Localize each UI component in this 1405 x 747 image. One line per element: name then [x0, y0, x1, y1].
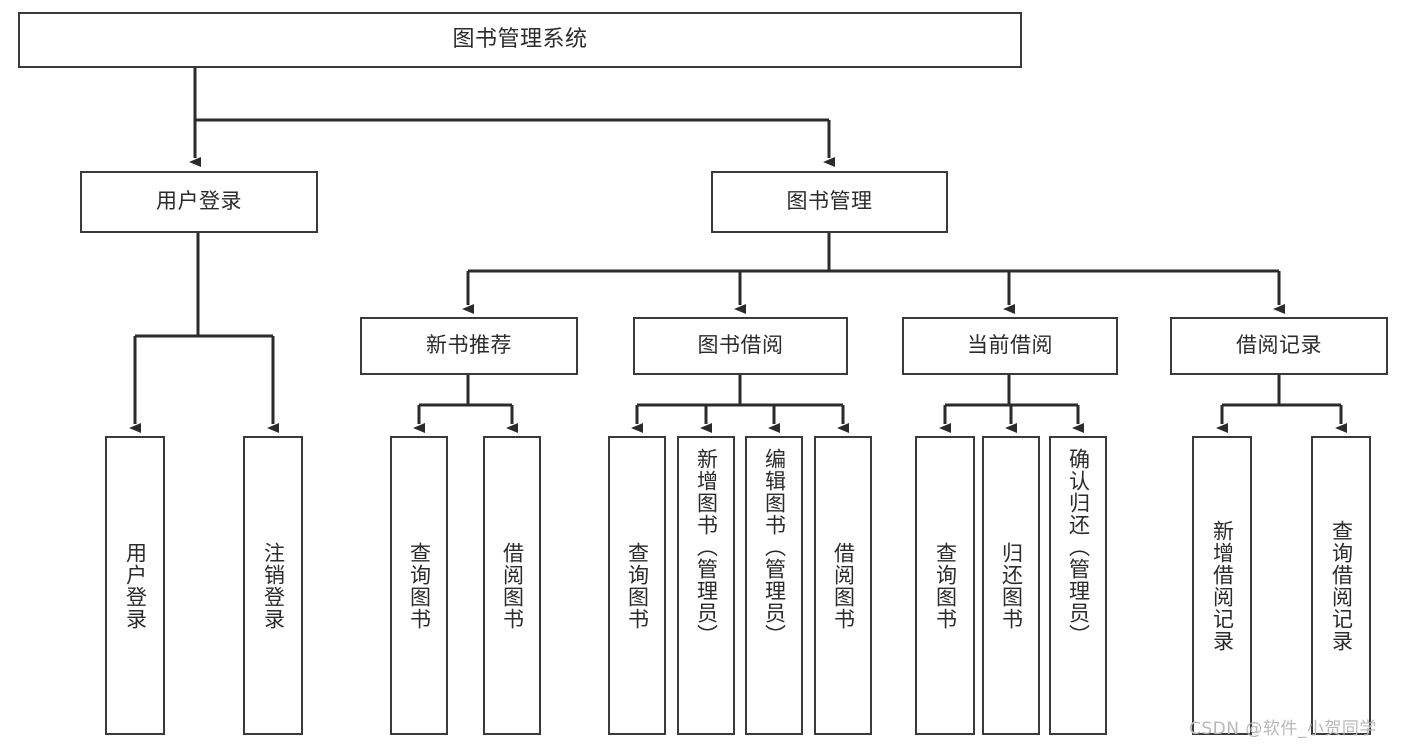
node-leaf-borrow-query-book[interactable]: 查询图书	[608, 436, 666, 735]
node-label: 查询图书	[407, 541, 432, 630]
node-leaf-borrow-borrow-book[interactable]: 借阅图书	[814, 436, 872, 735]
node-submodule-new-book-recommend[interactable]: 新书推荐	[360, 317, 578, 375]
node-label: 查询图书	[625, 541, 650, 630]
node-leaf-user-logout[interactable]: 注销登录	[243, 436, 303, 735]
csdn-watermark: CSDN @软件_小贺同学	[1189, 719, 1377, 739]
node-module-user-login[interactable]: 用户登录	[80, 171, 318, 233]
node-leaf-record-query-borrow-record[interactable]: 查询借阅记录	[1311, 436, 1371, 735]
node-root-system[interactable]: 图书管理系统	[18, 12, 1022, 68]
node-leaf-recommend-borrow-book[interactable]: 借阅图书	[483, 436, 541, 735]
node-label: 归还图书	[999, 541, 1024, 630]
node-label: 新书推荐	[426, 333, 512, 358]
node-label: 借阅记录	[1236, 333, 1322, 358]
node-label: 新增图书（管理员）	[694, 448, 719, 646]
node-leaf-borrow-add-book-admin[interactable]: 新增图书（管理员）	[677, 436, 735, 735]
node-module-book-manage[interactable]: 图书管理	[711, 171, 948, 233]
node-submodule-borrow-record[interactable]: 借阅记录	[1170, 317, 1388, 375]
node-label: 注销登录	[261, 541, 286, 630]
node-label: 图书管理	[786, 189, 873, 214]
node-submodule-current-borrow[interactable]: 当前借阅	[902, 317, 1118, 375]
node-label: 确认归还（管理员）	[1066, 448, 1091, 646]
node-label: 借阅图书	[831, 541, 856, 630]
node-submodule-book-borrow[interactable]: 图书借阅	[633, 317, 848, 375]
node-leaf-current-return-book[interactable]: 归还图书	[982, 436, 1040, 735]
node-label: 查询借阅记录	[1329, 519, 1354, 652]
node-leaf-current-query-book[interactable]: 查询图书	[915, 436, 975, 735]
node-leaf-record-add-borrow-record[interactable]: 新增借阅记录	[1192, 436, 1252, 735]
node-label: 借阅图书	[500, 541, 525, 630]
node-label: 图书管理系统	[452, 26, 588, 52]
node-label: 查询图书	[933, 541, 958, 630]
node-label: 新增借阅记录	[1210, 519, 1235, 652]
node-label: 用户登录	[156, 189, 242, 214]
node-label: 编辑图书（管理员）	[762, 448, 787, 646]
node-label: 图书借阅	[697, 333, 784, 358]
node-label: 当前借阅	[967, 333, 1053, 358]
node-leaf-user-login[interactable]: 用户登录	[105, 436, 165, 735]
node-label: 用户登录	[123, 541, 148, 630]
node-leaf-current-confirm-return-admin[interactable]: 确认归还（管理员）	[1049, 436, 1107, 735]
node-leaf-recommend-query-book[interactable]: 查询图书	[390, 436, 448, 735]
node-leaf-borrow-edit-book-admin[interactable]: 编辑图书（管理员）	[745, 436, 803, 735]
